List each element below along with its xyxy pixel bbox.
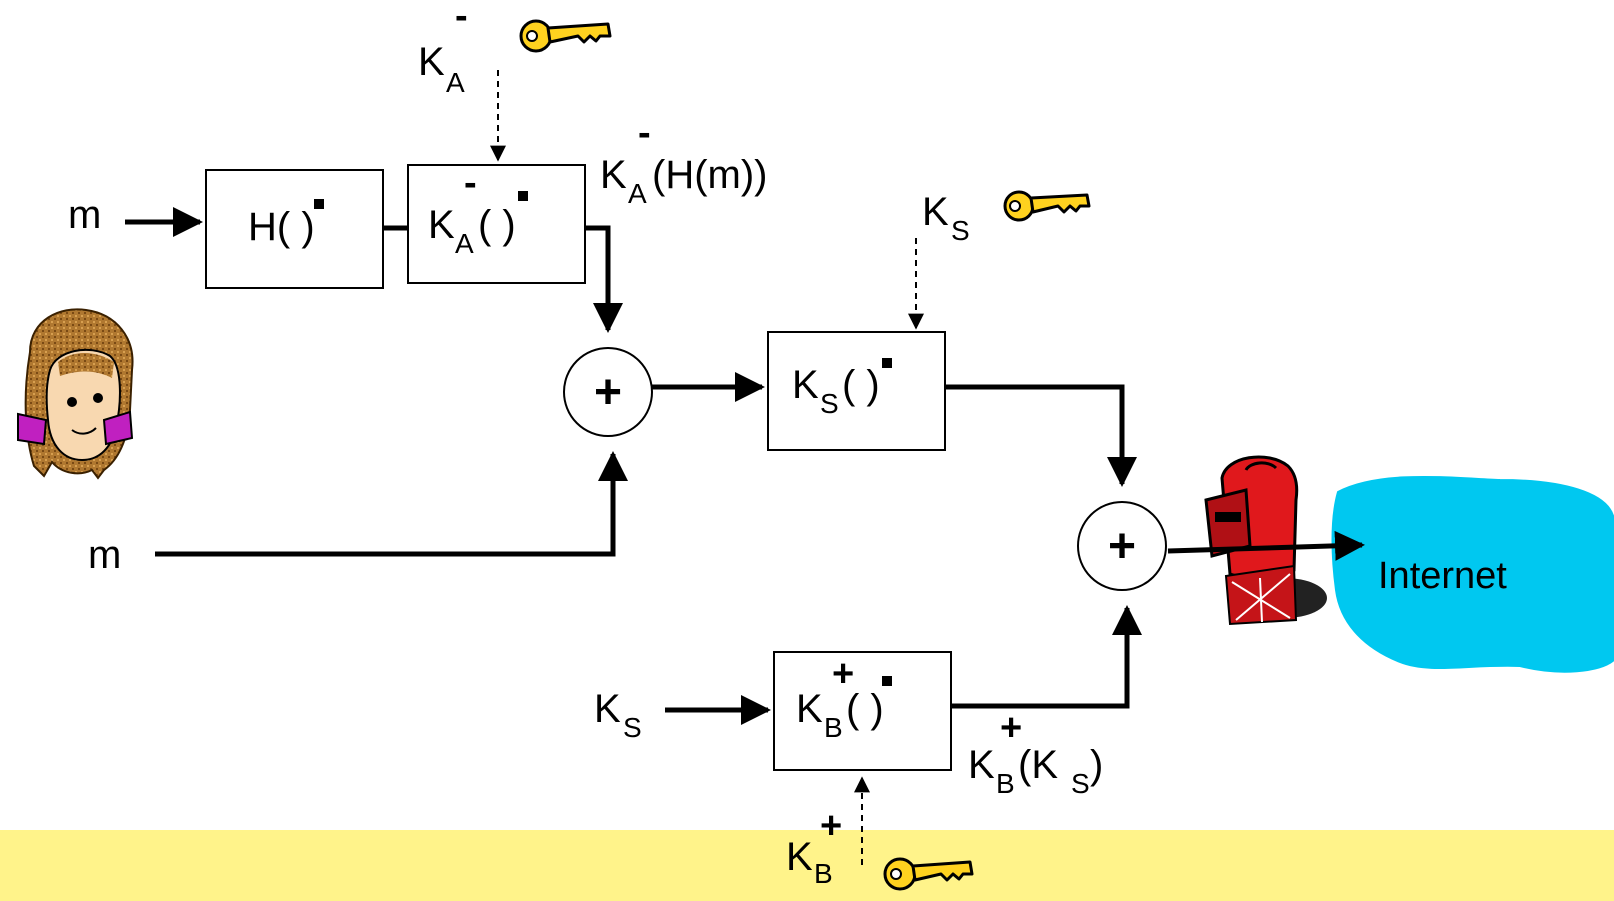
internet-cloud-icon: [1331, 475, 1614, 673]
concat-operator-1: [563, 347, 653, 437]
message-label-top: m: [68, 193, 101, 237]
svg-text:A: A: [446, 67, 465, 98]
session-box-dot: [882, 358, 892, 368]
svg-text:-: -: [464, 162, 477, 204]
svg-text:( ): ( ): [478, 203, 516, 247]
svg-text:K: K: [428, 203, 455, 247]
hash-box-label: H( ): [248, 205, 315, 249]
key-icon: [883, 857, 974, 891]
key-icon: [1003, 190, 1091, 222]
footer-band: [0, 830, 1614, 901]
concat-operator-2-symbol: +: [1108, 520, 1136, 573]
svg-text:K: K: [594, 687, 621, 731]
sign-box-label: - K A ( ): [428, 162, 516, 259]
svg-text:B: B: [996, 768, 1015, 799]
svg-text:B: B: [814, 858, 833, 889]
svg-text:( ): ( ): [846, 687, 884, 731]
svg-text:A: A: [455, 228, 474, 259]
ka-private-key-label: - K A: [418, 0, 468, 98]
svg-text:K: K: [968, 743, 995, 787]
hash-box: [205, 169, 384, 289]
mailbox-icon: [1204, 455, 1327, 626]
message-label-bottom: m: [88, 533, 121, 577]
svg-text:K: K: [792, 363, 819, 407]
session-key-label-top: K S: [922, 190, 970, 246]
session-encrypt-box: [767, 331, 946, 451]
svg-text:( ): ( ): [842, 363, 880, 407]
svg-text:S: S: [1071, 768, 1090, 799]
sign-box-dot: [518, 191, 528, 201]
svg-text:): ): [1090, 743, 1103, 787]
concat-operator-1-symbol: +: [594, 366, 622, 419]
key-icon: [519, 19, 612, 53]
svg-text:(K: (K: [1018, 743, 1058, 787]
arrow-m-to-plus: [155, 451, 628, 557]
svg-text:K: K: [600, 153, 627, 197]
concat-operator-2: [1077, 501, 1167, 591]
public-encrypt-box-label: + K B ( ): [796, 653, 884, 743]
hash-box-dot: [314, 199, 324, 209]
svg-text:S: S: [951, 215, 970, 246]
public-box-dot: [882, 676, 892, 686]
arrow-public-box-to-plus: [951, 605, 1142, 709]
public-encrypt-box: [773, 651, 952, 771]
signed-hash-label: - K A (H(m)): [600, 112, 768, 209]
arrow-session-box-to-plus: [945, 384, 1137, 487]
svg-text:+: +: [832, 653, 854, 695]
internet-label: Internet: [1378, 555, 1507, 597]
svg-text:S: S: [820, 388, 839, 419]
arrow-sign-to-plus: [585, 225, 623, 333]
encrypted-session-key-label: + K B (K S ): [968, 707, 1103, 799]
svg-text:K: K: [418, 40, 445, 84]
svg-text:(H(m)): (H(m)): [652, 153, 768, 197]
svg-text:A: A: [628, 178, 647, 209]
svg-text:B: B: [824, 712, 843, 743]
svg-text:-: -: [455, 0, 468, 37]
sign-box: [407, 164, 586, 284]
svg-text:+: +: [1000, 707, 1022, 749]
svg-text:K: K: [922, 190, 949, 234]
session-encrypt-box-label: K S ( ): [792, 363, 880, 419]
alice-person-icon: [17, 308, 134, 480]
arrow-plus-to-internet: [1167, 530, 1365, 561]
svg-text:K: K: [786, 835, 813, 879]
session-key-label-left: K S: [594, 687, 642, 743]
svg-text:S: S: [623, 712, 642, 743]
svg-text:-: -: [638, 112, 651, 154]
svg-text:K: K: [796, 687, 823, 731]
kb-public-key-label: + K B: [786, 805, 842, 889]
svg-text:+: +: [820, 805, 842, 847]
